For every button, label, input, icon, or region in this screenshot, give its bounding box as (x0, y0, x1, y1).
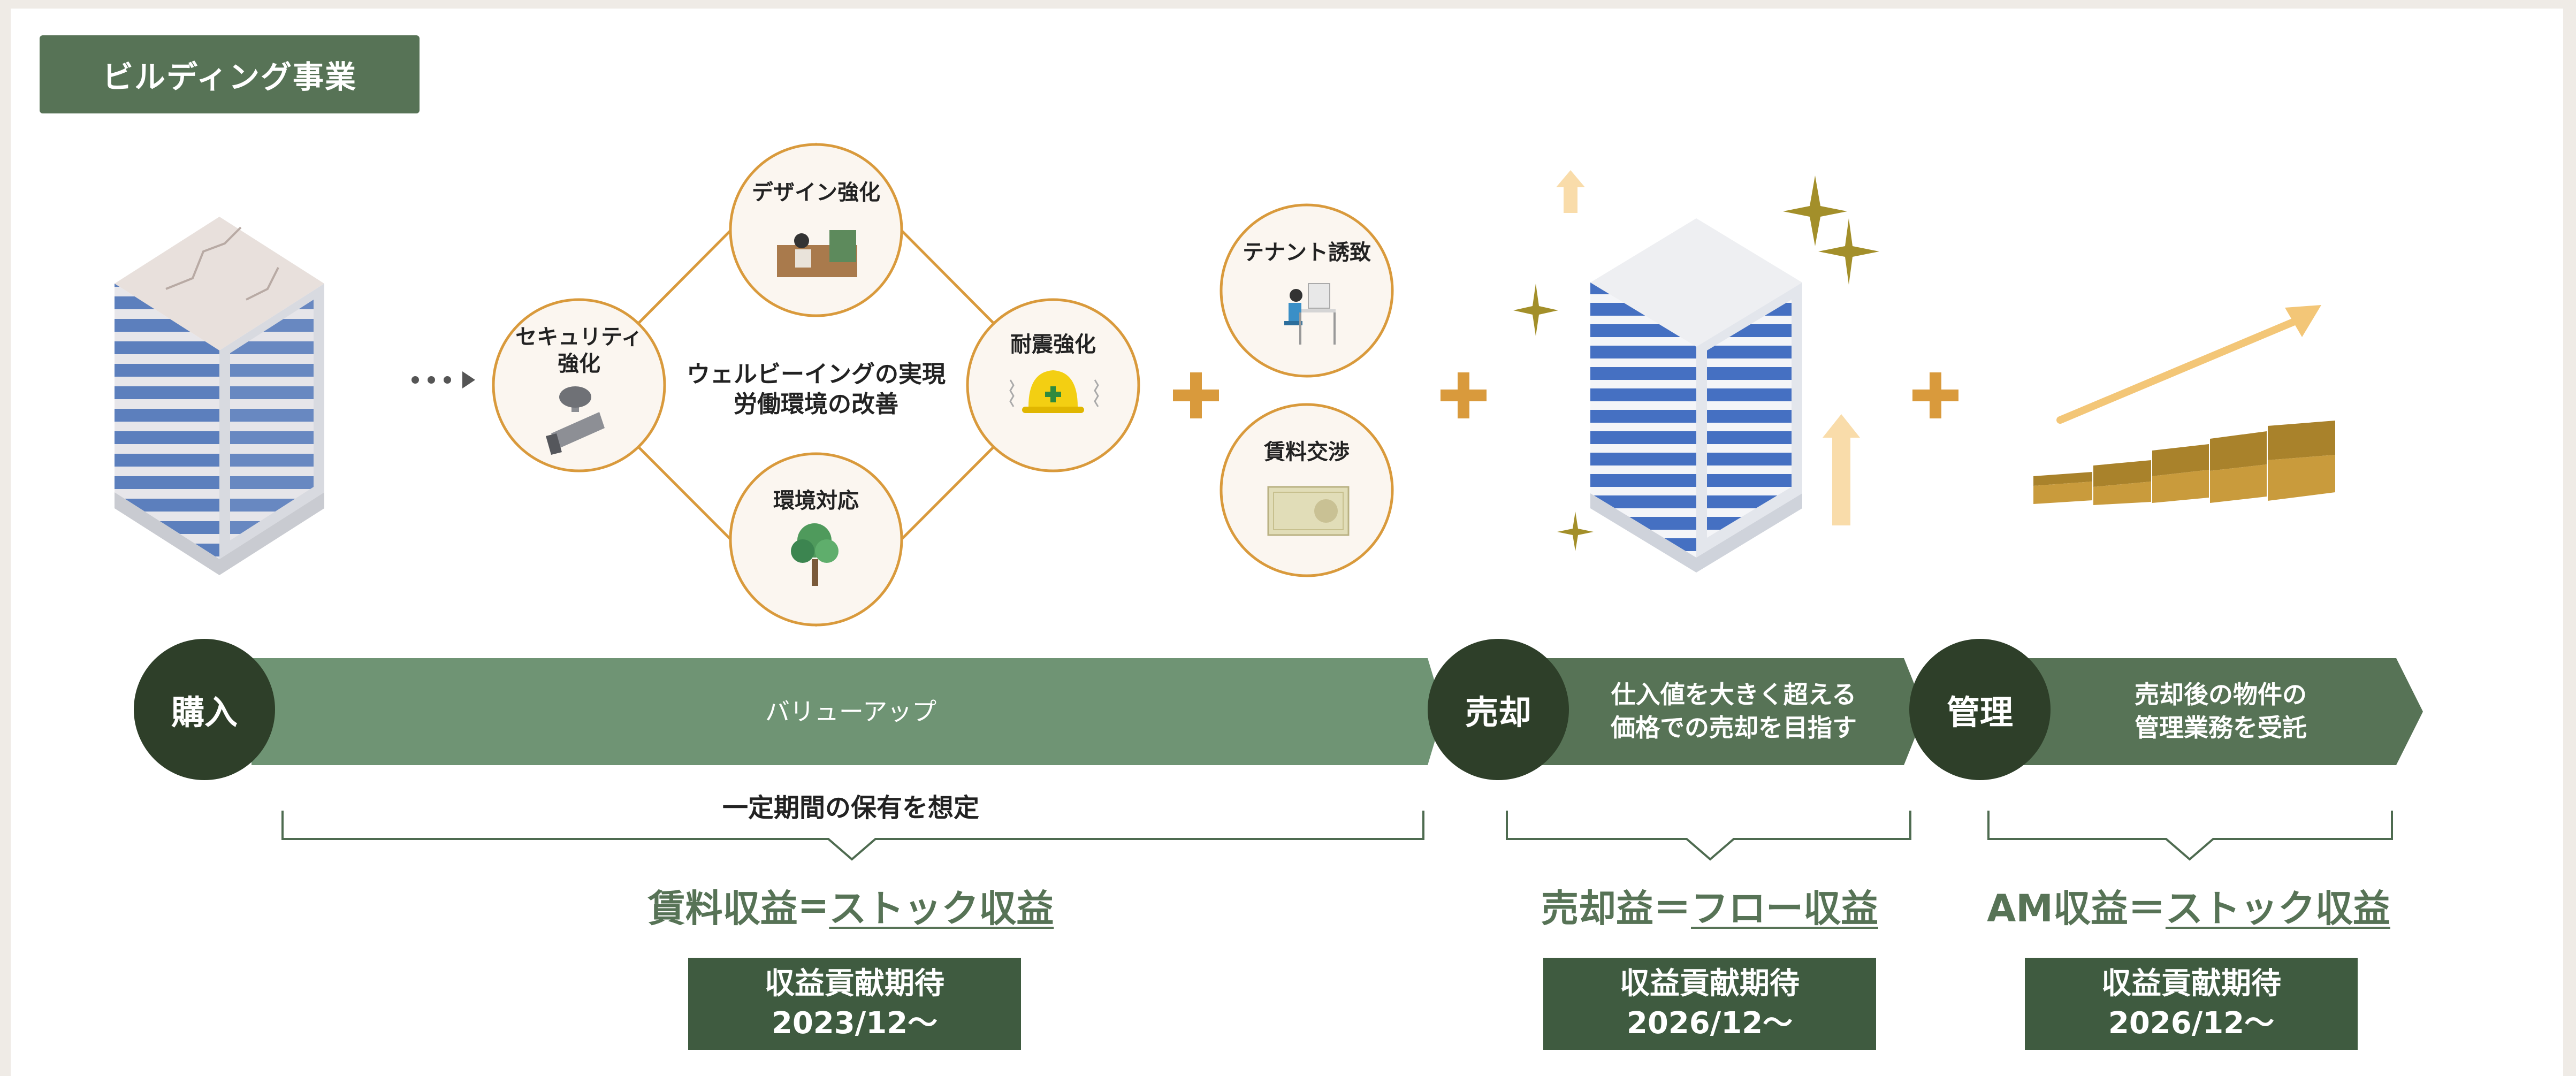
sale-revenue-formula: 売却益＝フロー収益 (1541, 886, 1878, 930)
manage-bracket (1987, 811, 2393, 861)
manage-description: 売却後の物件の 管理業務を受託 (2135, 680, 2307, 742)
sparkle-icon (1513, 175, 1879, 551)
section-tag: ビルディング事業 (40, 35, 420, 113)
rent-negotiation-circle (1220, 403, 1394, 577)
design-circle (729, 143, 903, 317)
manage-arrow-bar (1980, 658, 2423, 765)
sale-description: 仕入値を大きく超える 価格での売却を目指す (1611, 680, 1857, 742)
seismic-label: 耐震強化 (1010, 332, 1096, 357)
manage-circle (1909, 639, 2051, 780)
tree-icon (791, 523, 839, 586)
manage-label: 管理 (1946, 693, 2013, 732)
hold-period-label: 一定期間の保有を想定 (722, 793, 979, 823)
security-circle (492, 298, 666, 472)
security-camera-icon (546, 386, 605, 455)
design-label: デザイン強化 (752, 180, 880, 205)
dotted-arrow-icon (411, 371, 475, 388)
am-revenue-formula: AM収益＝ストック収益 (1987, 886, 2390, 930)
sale-bracket (1506, 811, 1911, 861)
environment-circle (729, 452, 903, 627)
purchase-label: 購入 (171, 693, 238, 732)
sale-label: 売却 (1465, 693, 1531, 732)
tenant-leasing-circle (1220, 203, 1394, 378)
tenant-leasing-label: テナント誘致 (1243, 240, 1371, 265)
plus-icon (1441, 372, 1487, 418)
environment-label: 環境対応 (773, 489, 859, 513)
valueup-label: バリューアップ (765, 697, 937, 726)
sale-arrow-bar (1498, 658, 1925, 765)
up-arrow-icon (1556, 170, 1585, 213)
rent-revenue-badge: 収益貢献期待 2023/12〜 (688, 958, 1021, 1050)
security-label: セキュリティ 強化 (515, 325, 643, 376)
plus-icon (1912, 372, 1958, 418)
hardhat-icon (1022, 370, 1084, 413)
office-worker-icon (1284, 283, 1336, 345)
sale-circle (1428, 639, 1569, 780)
rent-revenue-formula: 賃料収益=ストック収益 (647, 883, 1054, 930)
plus-icon (1173, 372, 1219, 418)
valueup-arrow-bar (251, 658, 1444, 765)
rent-negotiation-label: 賃料交渉 (1264, 440, 1350, 464)
hold-period-bracket (281, 811, 1424, 861)
sale-revenue-badge: 収益貢献期待 2026/12〜 (1543, 958, 1876, 1050)
value-up-center-text: ウェルビーイングの実現 労働環境の改善 (687, 361, 946, 418)
old-building-icon (115, 217, 324, 575)
am-revenue-badge: 収益貢献期待 2026/12〜 (2025, 958, 2358, 1050)
seismic-circle (966, 298, 1140, 472)
money-stacks-icon (2033, 421, 2335, 505)
up-arrow-icon (1823, 414, 1860, 525)
growth-arrow-icon (2056, 305, 2321, 424)
new-building-icon (1590, 218, 1802, 573)
purchase-circle (134, 639, 275, 780)
banknote-icon (1267, 486, 1350, 536)
